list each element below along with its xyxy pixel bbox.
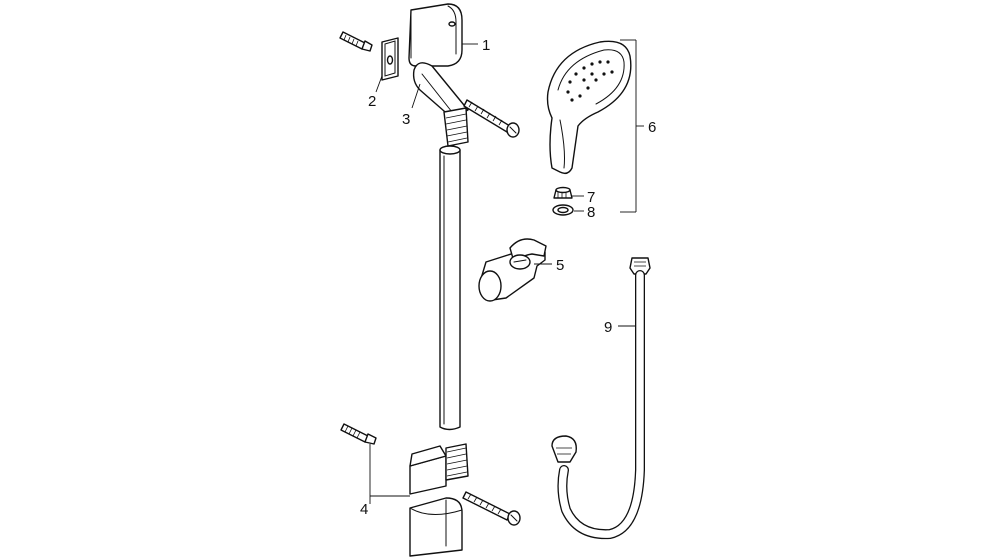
callout-5: 5 [556,257,564,274]
callout-8: 8 [587,204,595,221]
upper-wall-bracket [412,62,469,147]
slide-rail [439,145,461,431]
callout-1: 1 [482,37,490,54]
spray-nozzles [566,60,614,102]
screw-top [463,99,520,138]
wall-plug-bottom [340,423,377,445]
callout-2: 2 [368,93,376,110]
callout-7: 7 [587,189,595,206]
washer-8 [552,204,574,216]
shower-hose [551,257,651,540]
lower-wall-bracket [409,443,469,495]
top-cover-cap [408,3,463,67]
callout-6: 6 [648,119,656,136]
leader-lines [369,39,644,504]
hose-nut-7 [553,186,573,199]
screw-bottom [462,491,521,526]
shower-holder-slider [478,238,547,302]
mounting-plate-top [381,37,399,81]
callout-4: 4 [360,501,368,518]
wall-plug-top [339,31,373,52]
callout-9: 9 [604,319,612,336]
callout-3: 3 [402,111,410,128]
bottom-cover-cap [409,497,463,557]
hand-shower [546,40,632,175]
